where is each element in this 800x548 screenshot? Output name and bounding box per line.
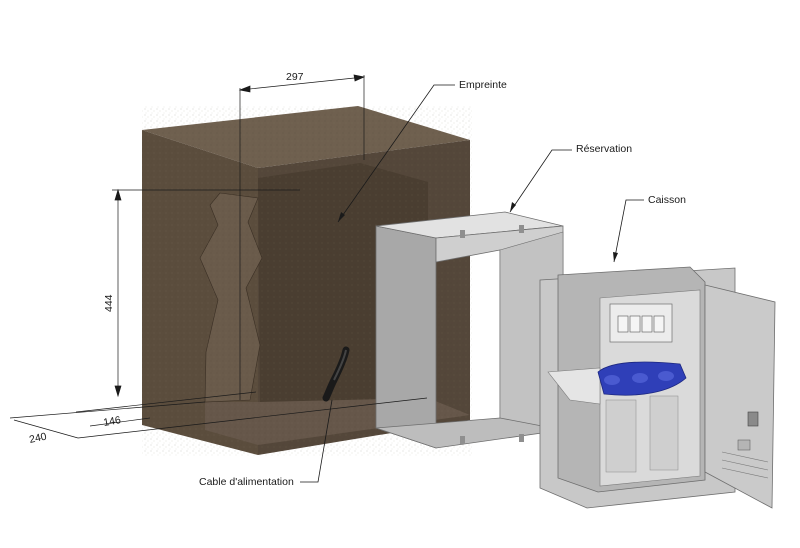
caisson-enclosure <box>539 266 776 509</box>
cable-leader <box>300 399 333 483</box>
dimension-depth-inner-label: 146 <box>102 414 121 429</box>
label-reservation: Réservation <box>576 143 632 155</box>
reservation-left-wall <box>375 225 437 449</box>
dimension-297 <box>238 74 366 400</box>
dimension-depth-outer-label: 240 <box>28 431 48 446</box>
caisson-leader <box>613 199 644 263</box>
breaker-3 <box>641 315 653 333</box>
label-caisson: Caisson <box>648 194 686 206</box>
dimension-146-240 <box>9 391 428 439</box>
door-lock <box>747 411 759 427</box>
dimension-width-label: 297 <box>286 71 304 83</box>
breaker-4 <box>653 315 665 333</box>
dimension-height-label: 444 <box>103 294 115 312</box>
caisson-door <box>704 284 776 509</box>
reservation-leader <box>509 149 572 213</box>
dimension-444 <box>112 188 300 398</box>
breaker-1 <box>617 315 629 333</box>
empreinte-leader <box>337 84 455 223</box>
label-cable: Cable d'alimentation <box>199 476 294 488</box>
breaker-2 <box>629 315 641 333</box>
label-empreinte: Empreinte <box>459 79 507 91</box>
